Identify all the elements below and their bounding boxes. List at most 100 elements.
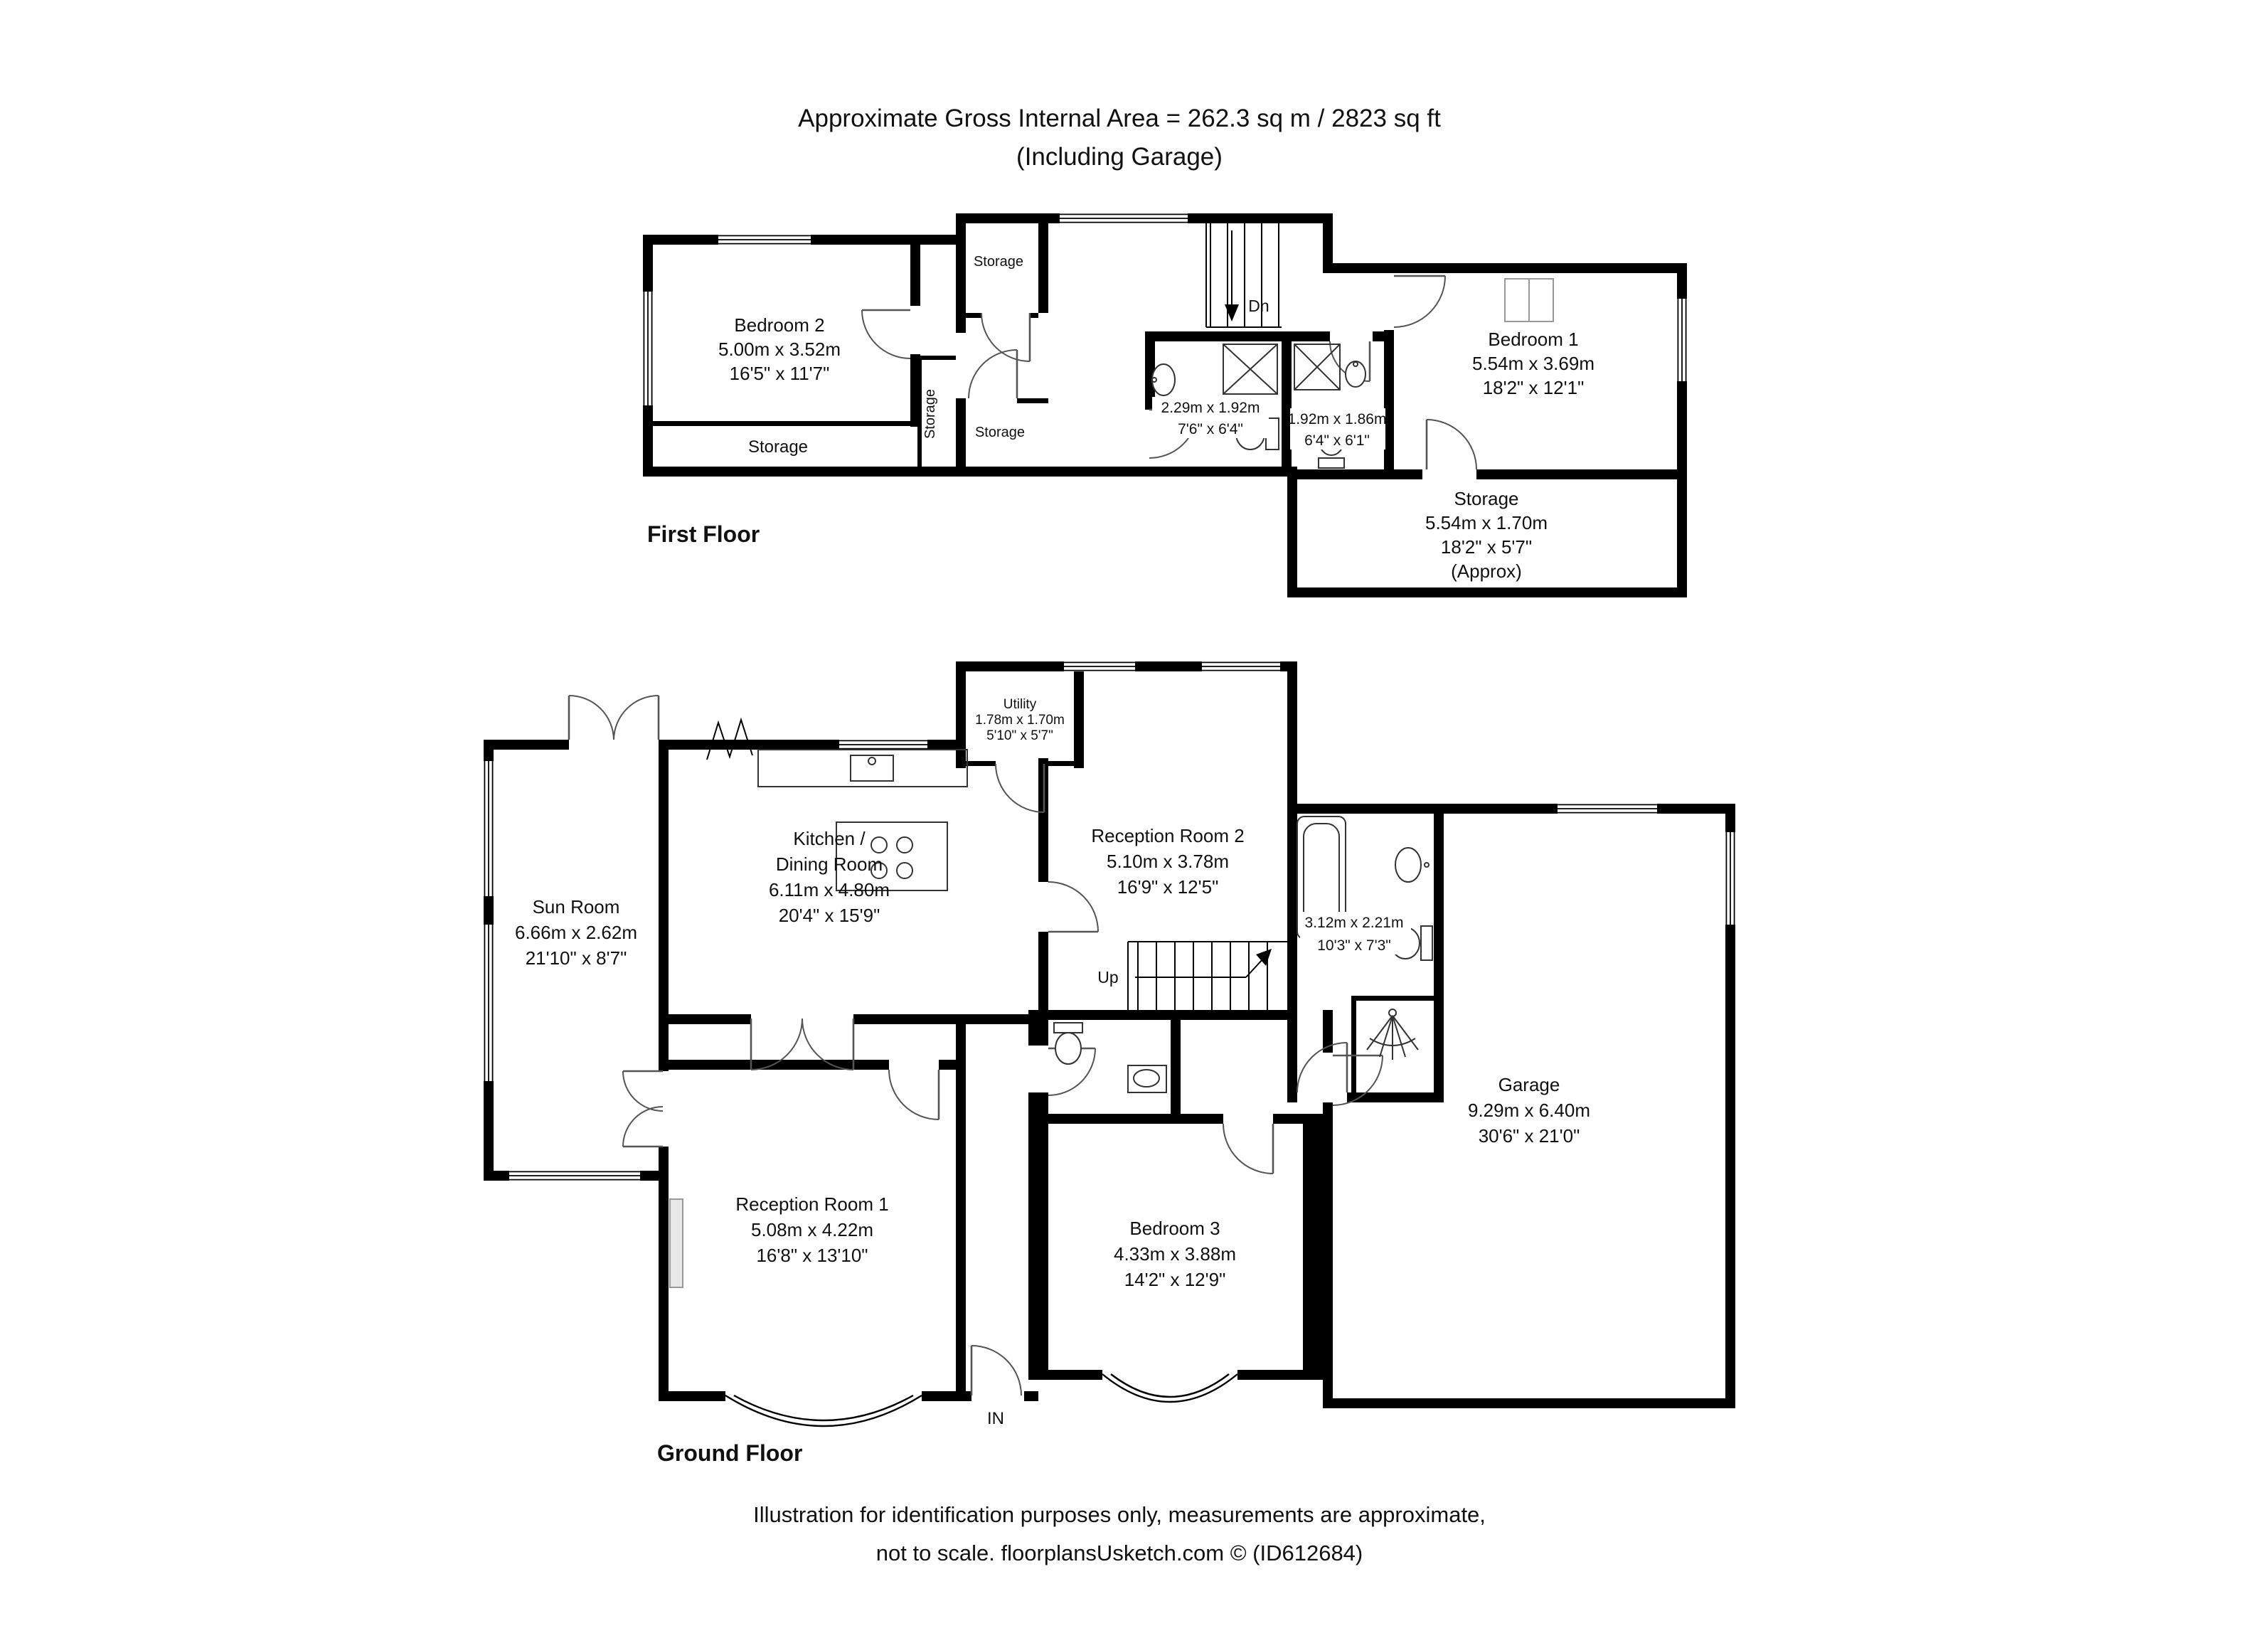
bathroom-imperial: 10'3" x 7'3" xyxy=(1317,937,1391,954)
bathroom-metric: 3.12m x 2.21m xyxy=(1305,915,1404,931)
kitchen-island-stove xyxy=(836,821,948,891)
door-bedroom2 xyxy=(861,309,911,359)
reception2-metric: 5.10m x 3.78m xyxy=(1107,851,1229,872)
door-bathroom xyxy=(1297,1042,1348,1093)
garage-imperial: 30'6" x 21'0" xyxy=(1479,1125,1580,1147)
disclaimer-line1: Illustration for identification purposes… xyxy=(753,1502,1486,1527)
storage-room-imperial: 18'2" x 5'7" xyxy=(1441,536,1532,558)
shower xyxy=(1223,344,1278,395)
storage-strip-label: Storage xyxy=(748,437,808,457)
shower xyxy=(1294,344,1341,390)
ground-floor-stairs xyxy=(1127,941,1287,1010)
window xyxy=(1202,661,1280,671)
sink xyxy=(1395,847,1430,883)
bedroom3-metric: 4.33m x 3.88m xyxy=(1114,1243,1236,1265)
window xyxy=(1558,804,1657,814)
window xyxy=(484,761,494,896)
first-floor-title: First Floor xyxy=(647,521,760,547)
bedroom1-metric: 5.54m x 3.69m xyxy=(1472,353,1594,374)
bedroom1-name: Bedroom 1 xyxy=(1488,329,1578,350)
kitchen-counter xyxy=(757,749,968,787)
stairs-arrow-up xyxy=(1256,949,1272,966)
reception2-imperial: 16'9" x 12'5" xyxy=(1117,876,1219,898)
shower-head xyxy=(1366,1009,1419,1060)
toilet xyxy=(1053,1022,1083,1065)
bathroom-a-imperial: 7'6" x 6'4" xyxy=(1178,421,1243,437)
reception1-imperial: 16'8" x 13'10" xyxy=(756,1245,868,1266)
kitchen-name-line2: Dining Room xyxy=(776,853,883,875)
kitchen-imperial: 20'4" x 15'9" xyxy=(779,905,880,926)
entrance-in-label: IN xyxy=(987,1409,1004,1428)
sink xyxy=(1345,361,1366,388)
first-floor-stairs xyxy=(1205,218,1282,328)
wardrobe xyxy=(1504,278,1554,322)
first-floor-plan: Bedroom 2 5.00m x 3.52m 16'5" x 11'7" St… xyxy=(643,213,1687,597)
storage-closet-small-label: Storage xyxy=(975,425,1025,440)
bathroom-b-imperial: 6'4" x 6'1" xyxy=(1304,432,1370,449)
sink xyxy=(1151,363,1176,396)
window xyxy=(718,235,811,245)
ground-floor-fixtures xyxy=(669,749,1433,1288)
window xyxy=(839,740,927,750)
garage-metric: 9.29m x 6.40m xyxy=(1468,1100,1590,1121)
door-utility xyxy=(995,763,1045,813)
door-bedroom3 xyxy=(1223,1123,1274,1174)
reception2-name: Reception Room 2 xyxy=(1091,825,1244,846)
sunroom-metric: 6.66m x 2.62m xyxy=(515,922,637,943)
window xyxy=(509,1171,640,1181)
ground-floor-title: Ground Floor xyxy=(657,1440,802,1466)
door-storage-closet-top xyxy=(981,312,1031,362)
reception1-metric: 5.08m x 4.22m xyxy=(751,1219,873,1240)
storage-room-name: Storage xyxy=(1454,488,1518,509)
radiator xyxy=(669,1198,683,1288)
ground-floor-labels: Utility 1.78m x 1.70m 5'10" x 5'7" Kitch… xyxy=(515,696,1590,1466)
gross-area-line: Approximate Gross Internal Area = 262.3 … xyxy=(798,105,1441,132)
bathroom-b-metric: 1.92m x 1.86m xyxy=(1288,411,1387,427)
kitchen-metric: 6.11m x 4.80m xyxy=(769,879,890,900)
utility-name: Utility xyxy=(1003,697,1037,712)
wall-break-symbol xyxy=(706,717,753,760)
stairs-arrow-down xyxy=(1225,304,1239,321)
ground-floor-bay-windows xyxy=(725,1373,1238,1427)
window xyxy=(1677,299,1687,381)
stairs-up-label: Up xyxy=(1097,968,1118,986)
utility-metric: 1.78m x 1.70m xyxy=(975,713,1065,728)
door-reception1 xyxy=(888,1069,940,1120)
bay-window xyxy=(1102,1373,1238,1403)
bedroom2-metric: 5.00m x 3.52m xyxy=(718,339,841,360)
kitchen-name-line1: Kitchen / xyxy=(793,828,866,849)
sink xyxy=(1127,1065,1167,1093)
ground-floor-doors xyxy=(568,695,1383,1396)
door-sunroom-reception1-a xyxy=(622,1070,664,1112)
utility-imperial: 5'10" x 5'7" xyxy=(986,728,1053,743)
including-garage-line: (Including Garage) xyxy=(1016,143,1223,171)
bedroom2-name: Bedroom 2 xyxy=(734,314,824,336)
bedroom1-imperial: 18'2" x 12'1" xyxy=(1483,377,1585,398)
bedroom3-imperial: 14'2" x 12'9" xyxy=(1124,1269,1226,1290)
storage-room-metric: 5.54m x 1.70m xyxy=(1425,512,1548,533)
bedroom3-name: Bedroom 3 xyxy=(1129,1218,1220,1239)
bedroom2-imperial: 16'5" x 11'7" xyxy=(730,363,830,384)
window xyxy=(643,292,653,405)
door-front-entrance xyxy=(970,1345,1022,1396)
window xyxy=(1725,832,1735,925)
garage-name: Garage xyxy=(1498,1074,1560,1095)
door-storage-closet-small xyxy=(968,349,1018,399)
ground-floor-windows xyxy=(484,661,1735,1181)
disclaimer-line2: not to scale. floorplansUsketch.com © (I… xyxy=(876,1541,1363,1565)
sunroom-name: Sun Room xyxy=(533,896,620,918)
header: Approximate Gross Internal Area = 262.3 … xyxy=(798,105,1441,171)
door-sunroom-patio-left xyxy=(568,695,614,740)
ground-floor-plan: Utility 1.78m x 1.70m 5'10" x 5'7" Kitch… xyxy=(484,661,1735,1466)
window xyxy=(1060,213,1188,223)
door-sunroom-patio-right xyxy=(613,695,660,740)
door-bedroom1 xyxy=(1393,275,1446,328)
window xyxy=(484,925,494,1081)
door-kitchen-hall-right xyxy=(802,1018,855,1070)
sunroom-imperial: 21'10" x 8'7" xyxy=(526,947,627,969)
reception1-name: Reception Room 1 xyxy=(735,1193,888,1215)
door-kitchen-hall-left xyxy=(750,1018,803,1070)
ground-floor-walls xyxy=(484,661,1735,1408)
storage-room-note: (Approx) xyxy=(1451,560,1522,582)
